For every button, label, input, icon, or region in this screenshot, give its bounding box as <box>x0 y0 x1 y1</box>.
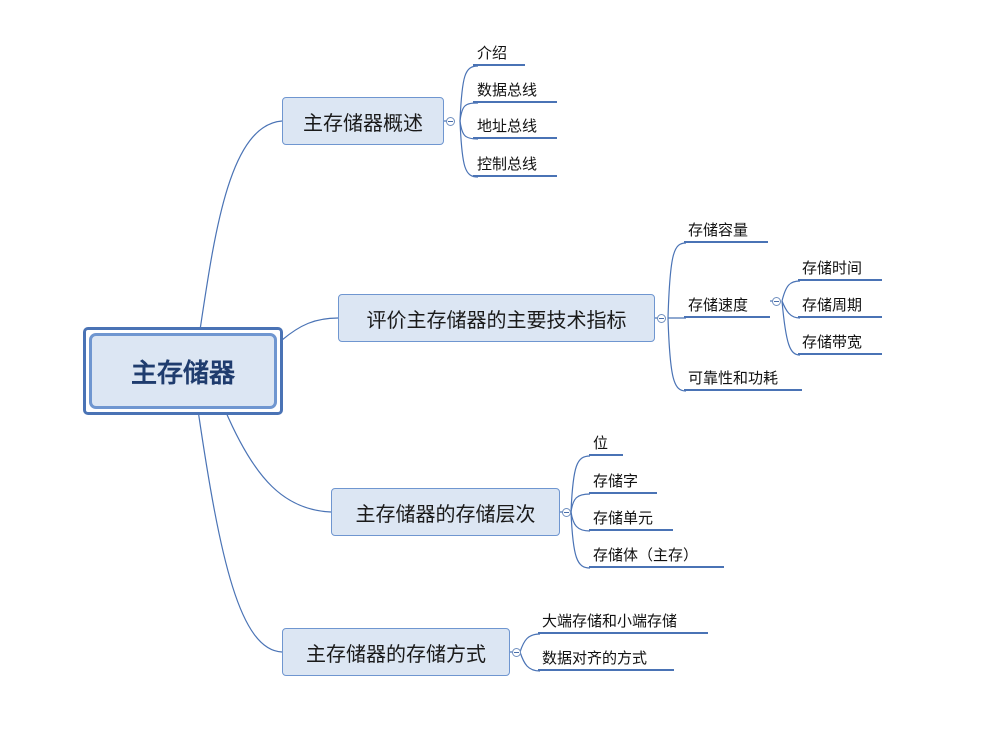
leaf-node[interactable]: 介绍 <box>473 44 525 66</box>
leaf-node[interactable]: 存储速度 <box>684 296 770 318</box>
leaf-node-label: 介绍 <box>477 44 508 62</box>
leaf-node[interactable]: 存储单元 <box>589 509 673 531</box>
leaf-node-label: 存储体（主存） <box>593 546 699 564</box>
leaf-node[interactable]: 存储容量 <box>684 221 768 243</box>
branch-node-performance-metrics[interactable]: 评价主存储器的主要技术指标 <box>338 294 655 342</box>
leaf-node[interactable]: 地址总线 <box>473 117 557 139</box>
branch-node-label: 主存储器的存储方式 <box>306 641 486 666</box>
link-root-branch-4 <box>197 409 283 653</box>
branch-node-overview[interactable]: 主存储器概述 <box>282 97 444 145</box>
leaf-node-label: 位 <box>593 434 609 452</box>
link-root-branch-3 <box>224 409 332 513</box>
collapse-toggle-icon[interactable] <box>772 297 781 306</box>
leaf-node[interactable]: 可靠性和功耗 <box>684 369 802 391</box>
leaf-node-label: 存储时间 <box>802 259 863 277</box>
collapse-toggle-icon[interactable] <box>446 117 455 126</box>
link-b4-c2 <box>519 651 541 672</box>
branch-node-storage-mode[interactable]: 主存储器的存储方式 <box>282 628 510 676</box>
link-root-branch-2 <box>281 317 339 341</box>
link-b1-c2 <box>459 102 479 122</box>
leaf-node-label: 数据对齐的方式 <box>542 649 648 667</box>
leaf-node-label: 存储字 <box>593 472 639 490</box>
leaf-node-label: 可靠性和功耗 <box>688 369 779 387</box>
leaf-node-label: 大端存储和小端存储 <box>542 612 678 630</box>
leaf-node-label: 数据总线 <box>477 81 538 99</box>
leaf-node[interactable]: 存储周期 <box>798 296 882 318</box>
link-b2-sub-c1 <box>781 280 801 302</box>
link-b4-c1 <box>519 633 541 653</box>
link-b2-c1 <box>667 242 687 319</box>
leaf-node[interactable]: 存储带宽 <box>798 333 882 355</box>
leaf-node-label: 控制总线 <box>477 155 538 173</box>
leaf-node[interactable]: 存储字 <box>589 472 657 494</box>
link-b2-c3 <box>667 317 687 392</box>
leaf-node-label: 存储速度 <box>688 296 749 314</box>
root-node-label: 主存储器 <box>130 358 235 389</box>
leaf-node-label: 存储容量 <box>688 221 749 239</box>
link-b3-c4 <box>570 511 591 569</box>
branch-node-label: 主存储器概述 <box>303 110 423 135</box>
link-b3-c1 <box>570 455 591 513</box>
link-b2-sub-c3 <box>781 300 801 356</box>
collapse-toggle-icon[interactable] <box>512 648 521 657</box>
root-node[interactable]: 主存储器 <box>89 333 277 409</box>
leaf-node[interactable]: 位 <box>589 434 623 456</box>
leaf-node[interactable]: 控制总线 <box>473 155 557 177</box>
leaf-node-label: 存储周期 <box>802 296 863 314</box>
collapse-toggle-icon[interactable] <box>657 314 666 323</box>
leaf-node[interactable]: 数据总线 <box>473 81 557 103</box>
branch-node-label: 评价主存储器的主要技术指标 <box>366 307 627 332</box>
branch-node-storage-hierarchy[interactable]: 主存储器的存储层次 <box>331 488 560 536</box>
link-b2-sub-c2 <box>781 300 801 319</box>
link-root-branch-1 <box>199 120 283 331</box>
leaf-node-label: 存储单元 <box>593 509 654 527</box>
collapse-toggle-icon[interactable] <box>562 508 571 517</box>
leaf-node[interactable]: 大端存储和小端存储 <box>538 612 708 634</box>
link-b3-c3 <box>570 511 591 532</box>
leaf-node-label: 地址总线 <box>477 117 538 135</box>
link-b1-c1 <box>459 65 479 122</box>
leaf-node[interactable]: 存储体（主存） <box>589 546 724 568</box>
leaf-node[interactable]: 数据对齐的方式 <box>538 649 674 671</box>
leaf-node-label: 存储带宽 <box>802 333 863 351</box>
leaf-node[interactable]: 存储时间 <box>798 259 882 281</box>
branch-node-label: 主存储器的存储层次 <box>355 501 536 526</box>
link-b3-c2 <box>570 493 591 513</box>
